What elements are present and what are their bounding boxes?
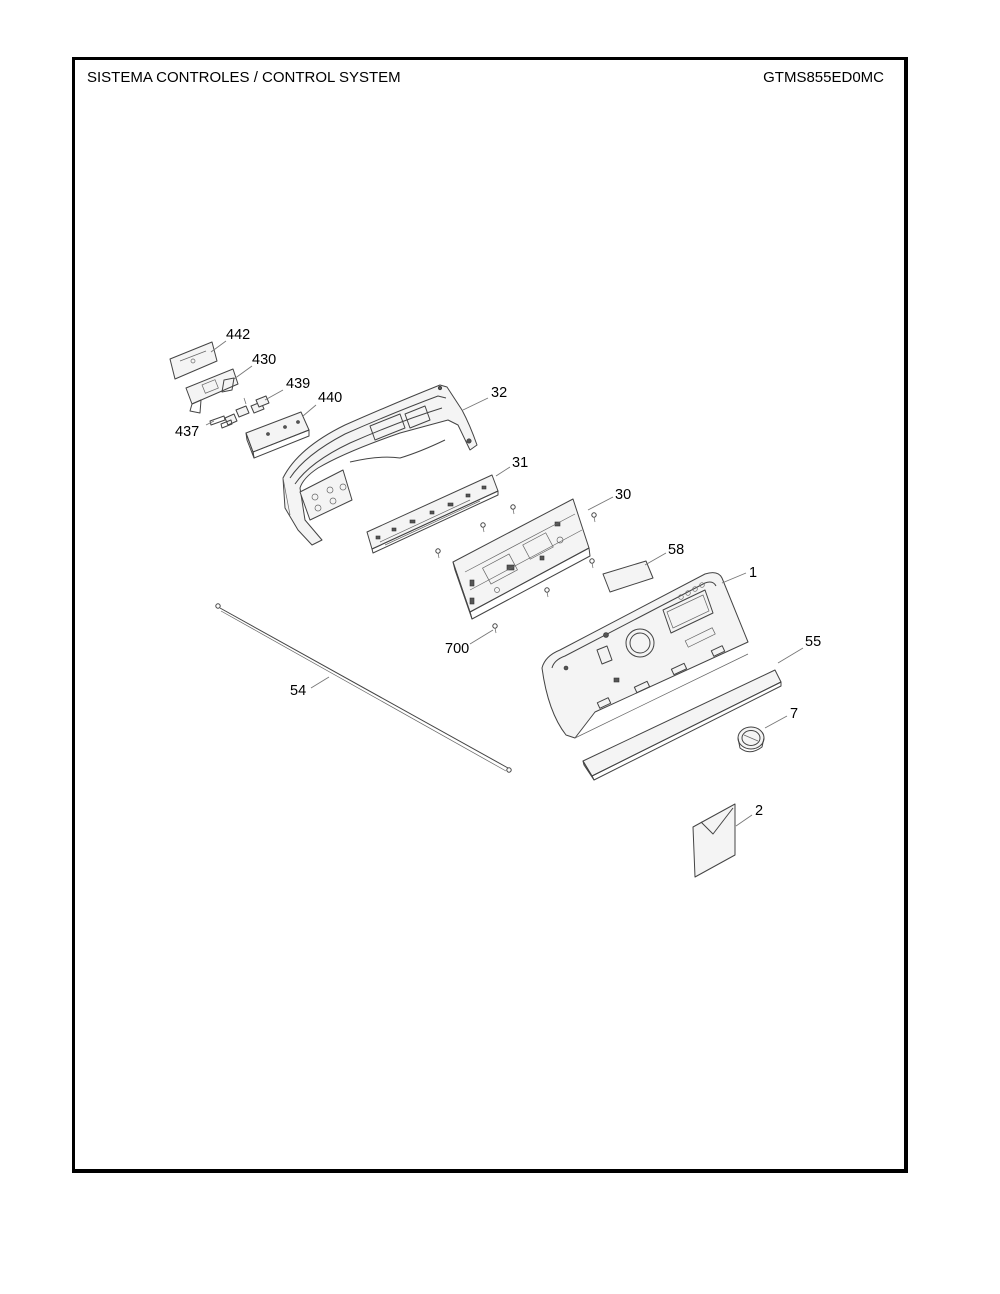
part-30-main-board [452, 498, 591, 620]
part-442-plate [169, 341, 218, 380]
callout-2: 2 [755, 803, 763, 819]
callout-labels: 442 430 439 440 437 32 31 30 58 1 700 55… [175, 327, 821, 819]
part-700-screws [435, 504, 597, 634]
leader-lines [205, 340, 804, 827]
callout-442: 442 [226, 327, 250, 343]
part-439-clips [224, 395, 270, 426]
part-58-label [602, 560, 654, 593]
callout-700: 700 [445, 641, 469, 657]
callout-7: 7 [790, 706, 798, 722]
part-32-control-housing [282, 384, 478, 546]
callout-55: 55 [805, 634, 821, 650]
part-430-bracket [185, 368, 239, 414]
part-7-knob [737, 726, 765, 753]
callout-439: 439 [286, 376, 310, 392]
callout-58: 58 [668, 542, 684, 558]
callout-31: 31 [512, 455, 528, 471]
part-437-pin [209, 415, 233, 429]
callout-54: 54 [290, 683, 306, 699]
part-54-wire [215, 603, 512, 773]
callout-30: 30 [615, 487, 631, 503]
part-440-module [245, 411, 310, 459]
part-2-tech-sheet [692, 803, 736, 878]
part-55-trim [582, 669, 782, 781]
drawing-frame [72, 57, 908, 1173]
part-1-control-panel [541, 572, 749, 739]
callout-430: 430 [252, 352, 276, 368]
callout-440: 440 [318, 390, 342, 406]
callout-437: 437 [175, 424, 199, 440]
callout-1: 1 [749, 565, 757, 581]
part-31-ui-board [366, 474, 499, 554]
model-number: GTMS855ED0MC [763, 69, 884, 86]
page-title: SISTEMA CONTROLES / CONTROL SYSTEM [87, 69, 401, 86]
callout-32: 32 [491, 385, 507, 401]
